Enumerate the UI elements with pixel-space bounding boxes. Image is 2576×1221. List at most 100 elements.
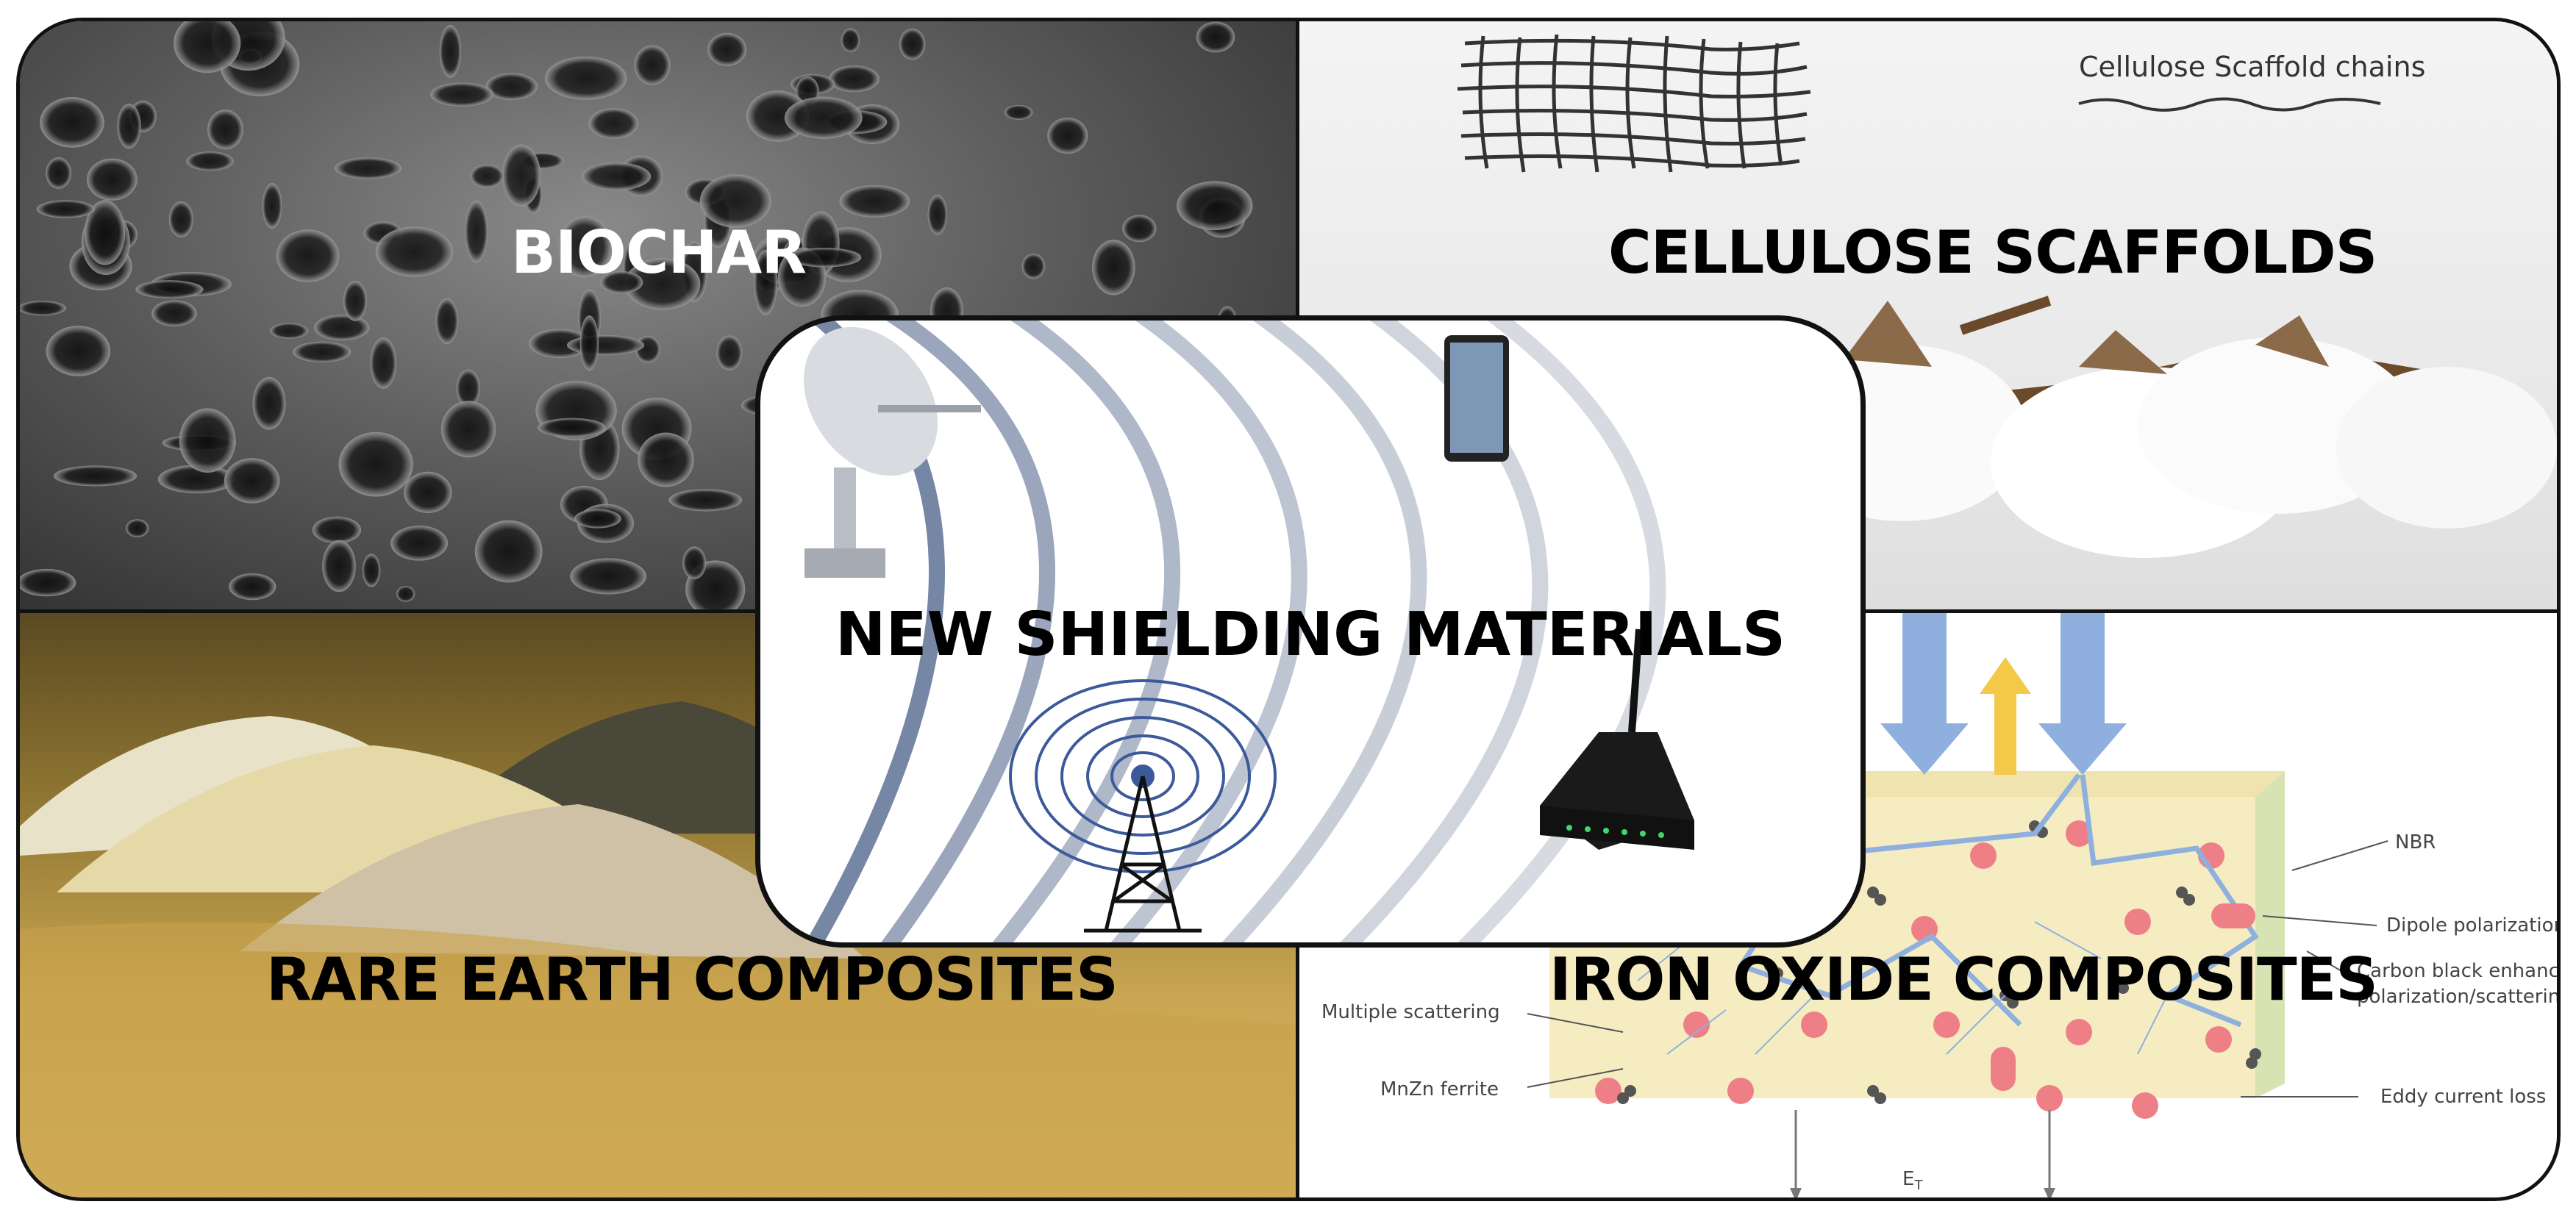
smartphone-icon	[1444, 335, 1509, 462]
pore-shape	[558, 215, 612, 278]
pore-shape	[335, 157, 402, 179]
pore-shape	[276, 229, 340, 282]
cotton-icon	[1777, 296, 2557, 558]
pore-shape	[87, 158, 138, 201]
pore-shape	[668, 489, 743, 512]
pore-shape	[270, 323, 309, 339]
pore-shape	[312, 516, 362, 544]
pore-shape	[135, 280, 204, 298]
pore-shape	[456, 369, 480, 407]
pore-shape	[404, 471, 452, 513]
pore-shape	[502, 144, 541, 207]
cellulose-mesh-icon	[1457, 34, 1811, 173]
pore-shape	[1021, 253, 1046, 279]
pore-shape	[716, 335, 743, 370]
pore-shape	[470, 164, 504, 188]
incident-arrow-icon	[2038, 613, 2127, 775]
eddy-label: Eddy current loss	[2380, 1086, 2547, 1108]
pore-shape	[375, 226, 454, 277]
pore-shape	[53, 465, 138, 487]
pore-shape	[439, 24, 462, 78]
pore-shape	[579, 315, 599, 371]
cellulose-label: CELLULOSE SCAFFOLDS	[1608, 218, 2377, 287]
cellulose-chain-icon	[2078, 97, 2381, 112]
center-panel: NEW SHIELDING MATERIALS	[755, 315, 1866, 948]
pore-shape	[46, 326, 111, 376]
pore-shape	[537, 418, 606, 437]
pore-shape	[390, 526, 449, 561]
powder-piles-illustration	[20, 701, 1296, 1197]
pore-shape	[117, 104, 141, 149]
pore-shape	[699, 174, 771, 228]
pore-shape	[841, 28, 860, 53]
pore-shape	[186, 151, 234, 171]
dipole-label: Dipole polarization	[2386, 914, 2561, 937]
radio-tower-icon	[1009, 679, 1277, 933]
pore-shape	[788, 247, 862, 268]
pore-shape	[435, 298, 459, 344]
et-label: ET	[1902, 1168, 1923, 1194]
pore-shape	[157, 465, 235, 494]
pore-shape	[474, 520, 543, 583]
router-icon	[1540, 629, 1694, 850]
pore-shape	[899, 28, 926, 60]
pore-shape	[430, 82, 494, 107]
pore-shape	[151, 300, 197, 327]
pore-shape	[20, 301, 66, 316]
pore-shape	[707, 32, 747, 66]
pore-shape	[570, 558, 647, 595]
figure-frame: BIOCHAR	[16, 18, 2561, 1201]
pore-shape	[465, 200, 488, 263]
pore-shape	[588, 108, 639, 139]
pore-shape	[46, 157, 72, 189]
pore-shape	[1092, 240, 1135, 296]
pore-shape	[322, 540, 356, 592]
carbon-black-label-1: Carbon black enhances	[2357, 960, 2561, 982]
pore-shape	[168, 201, 193, 237]
pore-shape	[396, 586, 415, 602]
incident-arrow-icon	[1880, 613, 1969, 775]
pore-shape	[784, 96, 863, 139]
pore-shape	[1177, 181, 1253, 231]
cellulose-chains-label: Cellulose Scaffold chains	[2079, 51, 2426, 83]
mnzn-label: MnZn ferrite	[1380, 1078, 1499, 1100]
biochar-label: BIOCHAR	[511, 218, 807, 287]
center-title: NEW SHIELDING MATERIALS	[835, 600, 1786, 670]
carbon-black-label-2: polarization/scattering	[2357, 986, 2561, 1008]
pore-shape	[174, 21, 241, 74]
pore-shape	[362, 554, 381, 587]
pore-shape	[370, 337, 397, 389]
pore-shape	[293, 341, 352, 363]
dipole-icon	[1991, 1047, 2016, 1091]
em-waves-illustration	[804, 321, 1694, 942]
pore-shape	[314, 315, 370, 341]
pore-shape	[566, 334, 644, 356]
pore-shape	[338, 432, 413, 497]
pore-shape	[574, 509, 621, 529]
dipole-icon	[2211, 903, 2255, 928]
reflected-arrow-icon	[1980, 657, 2031, 775]
pore-shape	[207, 110, 243, 150]
pore-shape	[638, 432, 694, 487]
pore-shape	[1047, 117, 1088, 154]
pore-shape	[634, 45, 671, 85]
multiple-scattering-label: Multiple scattering	[1321, 1001, 1500, 1023]
pore-shape	[85, 200, 126, 265]
pore-shape	[224, 458, 280, 504]
pore-shape	[36, 200, 96, 218]
satellite-dish-icon	[804, 326, 981, 578]
pore-shape	[1122, 215, 1157, 243]
pore-shape	[682, 546, 707, 580]
pore-shape	[125, 519, 149, 538]
pore-shape	[485, 73, 538, 101]
rare-earth-label: RARE EARTH COMPOSITES	[266, 945, 1118, 1014]
pore-shape	[581, 162, 652, 190]
pore-shape	[754, 249, 778, 315]
iron-oxide-label: IRON OXIDE COMPOSITES	[1549, 945, 2378, 1014]
pore-shape	[544, 56, 627, 100]
pore-shape	[624, 258, 701, 310]
pore-shape	[343, 281, 368, 321]
pore-shape	[179, 408, 236, 473]
pore-shape	[829, 65, 880, 93]
